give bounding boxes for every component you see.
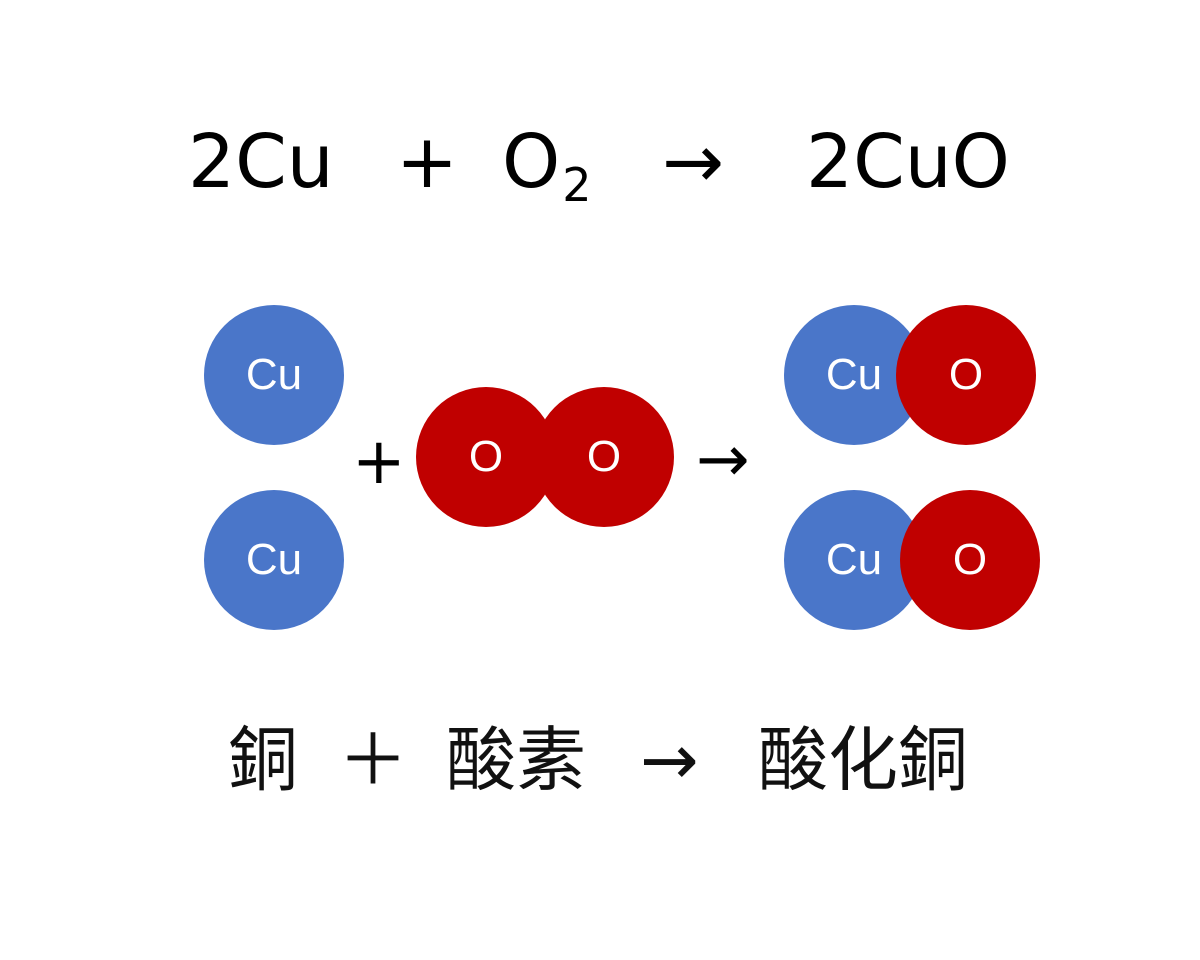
equation-reactant-oxygen: O2: [502, 112, 592, 212]
copper-oxide-bottom-o: O: [900, 490, 1040, 630]
equation-reactant-copper: 2Cu: [188, 119, 334, 205]
japanese-arrow: →: [640, 719, 699, 801]
equation-product: 2CuO: [806, 119, 1010, 205]
equation-plus: +: [396, 119, 459, 205]
copper-oxide-top-o: O: [896, 305, 1036, 445]
copper-oxide-bottom-cu: Cu: [784, 490, 924, 630]
oxygen-atom-left: O: [416, 387, 556, 527]
japanese-copper: 銅: [228, 719, 298, 801]
oxygen-subscript: 2: [562, 158, 592, 212]
diagram-arrow: →: [696, 423, 750, 497]
diagram-plus: +: [352, 425, 406, 499]
oxygen-atom-right: O: [534, 387, 674, 527]
copper-atom-top: Cu: [204, 305, 344, 445]
japanese-copper-oxide: 酸化銅: [758, 719, 968, 801]
equation-arrow: →: [662, 119, 725, 205]
oxygen-symbol: O: [502, 119, 561, 205]
copper-atom-bottom: Cu: [204, 490, 344, 630]
japanese-plus: ＋: [338, 719, 408, 801]
japanese-oxygen: 酸素: [446, 719, 586, 801]
